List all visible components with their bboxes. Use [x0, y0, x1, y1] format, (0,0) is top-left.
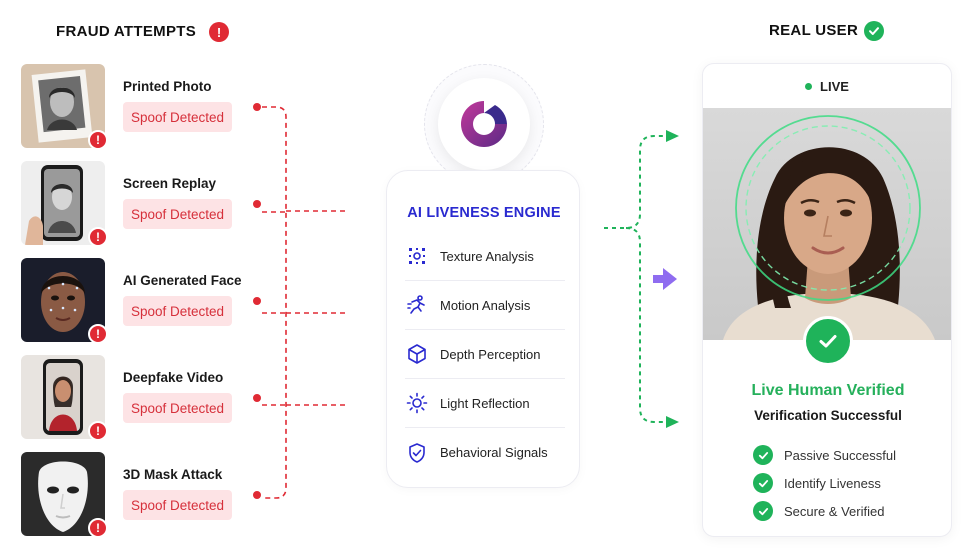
- alert-icon: !: [88, 421, 108, 441]
- fraud-title: AI Generated Face: [123, 273, 242, 288]
- sun-icon: [405, 391, 429, 415]
- verified-subtitle: Verification Successful: [754, 408, 902, 423]
- spoof-detected-badge: Spoof Detected: [123, 102, 233, 132]
- cube-icon: [405, 342, 429, 366]
- connector-dot: [253, 103, 261, 111]
- spoof-detected-badge: Spoof Detected: [123, 490, 233, 520]
- feature-label: Motion Analysis: [440, 297, 531, 313]
- feature-label: Light Reflection: [440, 395, 530, 411]
- connector-dot: [253, 394, 261, 402]
- feature-label: Texture Analysis: [440, 248, 534, 264]
- check-circle-icon: [753, 445, 773, 465]
- connector-dot: [253, 491, 261, 499]
- fraud-thumbnail: [21, 64, 105, 148]
- brand-logo-icon: [461, 101, 507, 147]
- feature-label: Behavioral Signals: [440, 445, 548, 460]
- phone-video-image: [21, 355, 105, 439]
- printed-photo-image: [21, 64, 105, 148]
- arrow-head-bottom: [666, 416, 679, 428]
- purple-arrow-icon: [653, 268, 677, 290]
- spoof-detected-badge: Spoof Detected: [123, 393, 233, 423]
- fraud-title: 3D Mask Attack: [123, 467, 223, 482]
- real-user-heading: REAL USER: [769, 22, 859, 39]
- brand-logo: [438, 78, 530, 170]
- feature-depth-perception: Depth Perception: [405, 330, 565, 379]
- mask-image: [21, 452, 105, 536]
- feature-motion-analysis: Motion Analysis: [405, 281, 565, 330]
- feature-label: Depth Perception: [440, 346, 541, 362]
- engine-feature-list: Texture Analysis Motion Analysis Depth P…: [405, 232, 565, 477]
- fraud-thumbnail: [21, 258, 105, 342]
- engine-user-link-bottom: [625, 227, 668, 423]
- check-item: Secure & Verified: [753, 497, 943, 525]
- liveness-engine-card: AI LIVENESS ENGINE Texture Analysis Moti…: [386, 170, 580, 488]
- connector-dot: [253, 297, 261, 305]
- check-item: Passive Successful: [753, 441, 943, 469]
- fraud-attempts-heading: FRAUD ATTEMPTS: [56, 23, 197, 40]
- verified-title: Live Human Verified: [751, 382, 905, 399]
- alert-icon: !: [88, 130, 108, 150]
- check-circle-icon: [753, 473, 773, 493]
- ai-face-image: [21, 258, 105, 342]
- fraud-title: Printed Photo: [123, 79, 212, 94]
- check-item-label: Passive Successful: [784, 447, 896, 463]
- verified-check-icon: [803, 316, 853, 366]
- check-item-label: Secure & Verified: [784, 503, 885, 519]
- check-item-label: Identify Liveness: [784, 475, 881, 491]
- arrow-head-top: [666, 130, 679, 142]
- live-label: LIVE: [820, 78, 849, 94]
- face-photo-illustration: [703, 108, 951, 340]
- check-circle-icon: [864, 21, 884, 41]
- check-item: Identify Liveness: [753, 469, 943, 497]
- live-indicator: LIVE: [703, 64, 951, 108]
- real-user-card: LIVE: [702, 63, 952, 537]
- live-dot-icon: [805, 82, 813, 90]
- user-photo: [703, 108, 951, 340]
- verification-checklist: Passive Successful Identify Liveness Sec…: [753, 441, 943, 525]
- feature-texture-analysis: Texture Analysis: [405, 232, 565, 281]
- fraud-title: Deepfake Video: [123, 370, 224, 385]
- engine-user-link-top: [604, 135, 668, 229]
- spoof-detected-badge: Spoof Detected: [123, 199, 233, 229]
- alert-icon: !: [88, 518, 108, 538]
- connector-dot: [253, 200, 261, 208]
- fraud-bracket-line: [262, 106, 287, 499]
- shield-check-icon: [405, 441, 429, 465]
- feature-behavioral-signals: Behavioral Signals: [405, 428, 565, 477]
- texture-scan-icon: [405, 244, 429, 268]
- feature-light-reflection: Light Reflection: [405, 379, 565, 428]
- spoof-detected-badge: Spoof Detected: [123, 296, 233, 326]
- fraud-thumbnail: [21, 452, 105, 536]
- check-circle-icon: [753, 501, 773, 521]
- engine-title: AI LIVENESS ENGINE: [407, 205, 561, 221]
- motion-run-icon: [405, 293, 429, 317]
- alert-icon: !: [88, 324, 108, 344]
- exclamation-icon: !: [209, 22, 229, 42]
- fraud-title: Screen Replay: [123, 176, 217, 191]
- alert-icon: !: [88, 227, 108, 247]
- fraud-thumbnail: [21, 355, 105, 439]
- logo-halo: [424, 64, 544, 184]
